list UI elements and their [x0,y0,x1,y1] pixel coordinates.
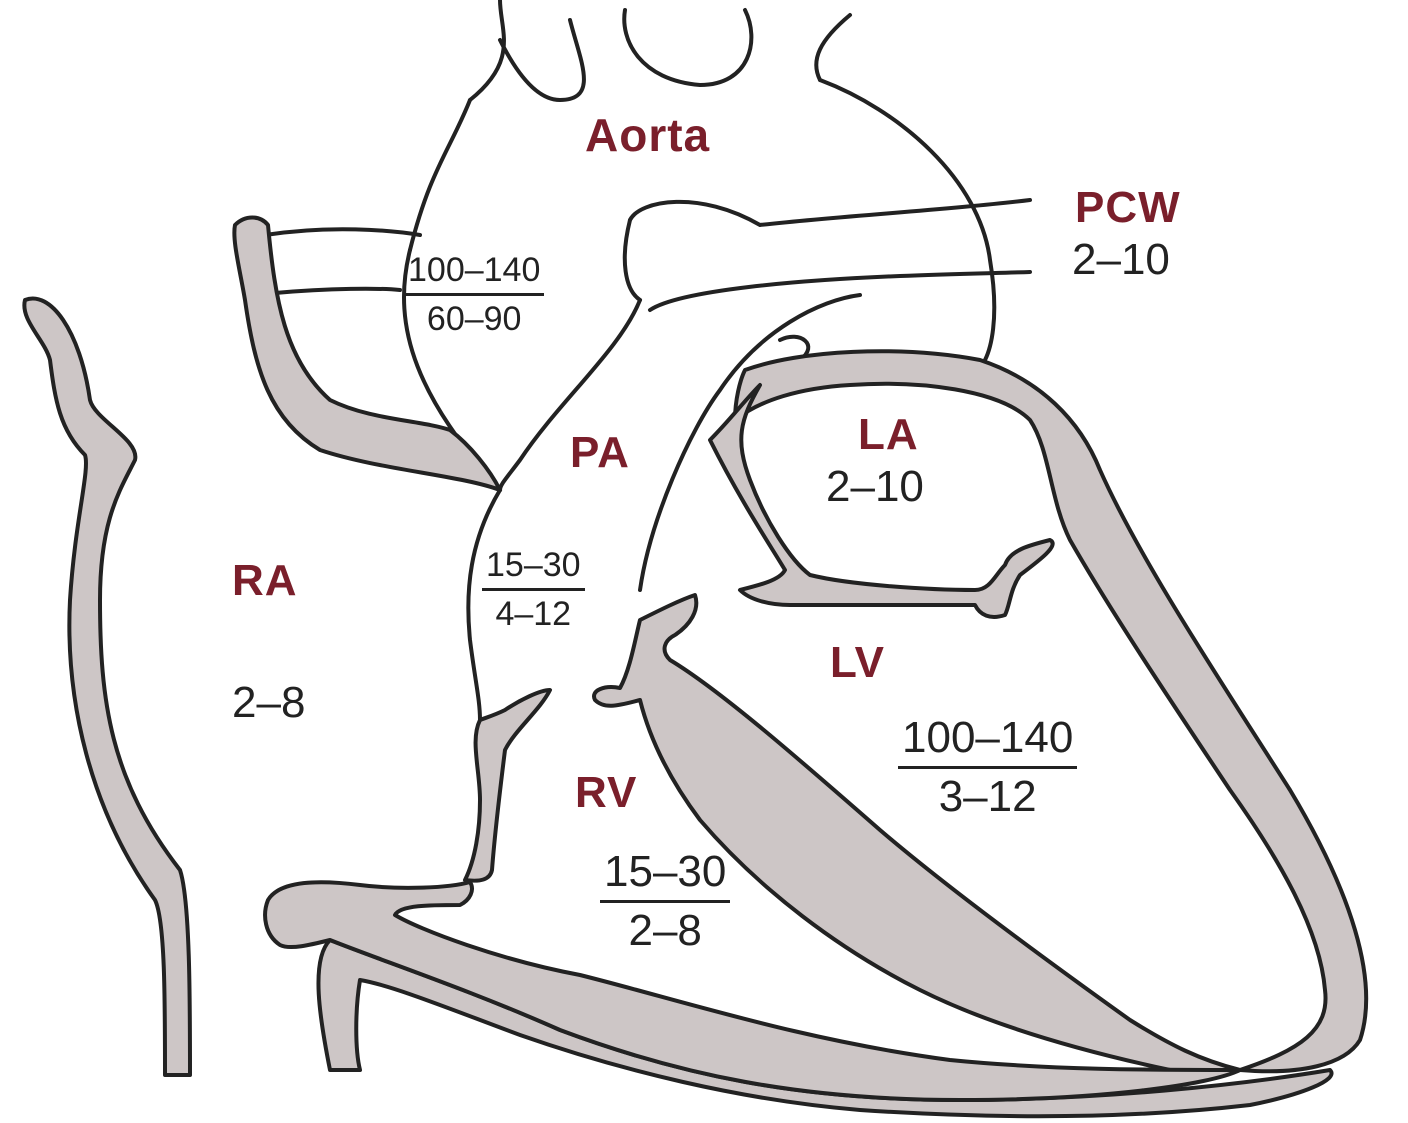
la-pressure: 2–10 [826,462,924,512]
svc-line-top [265,229,420,235]
pulmonary-branch-pcw-bottom [650,272,1030,310]
pulmonary-branch-upper [625,220,640,300]
aortic-branch-3 [500,20,584,100]
rv-pressure: 15–30 2–8 [600,850,730,953]
rv-label: RV [575,768,637,818]
aorta-pressure: 100–140 60–90 [404,253,544,336]
aortic-branch-1 [470,0,504,100]
pa-label: PA [570,428,630,478]
aorta-systolic: 100–140 [404,253,544,296]
tricuspid-leaflet [465,690,550,881]
pcw-label: PCW [1075,183,1181,233]
ra-label: RA [232,556,298,606]
aortic-arch-outer [820,80,994,360]
rv-systolic: 15–30 [600,850,730,903]
svc-line-bottom [275,289,400,293]
right-atrium-wall [24,298,190,1075]
interventricular-septum [594,595,1240,1074]
pa-systolic: 15–30 [482,548,585,591]
pa-pressure: 15–30 4–12 [482,548,585,631]
pa-diastolic: 4–12 [482,591,585,631]
aortic-branch-2 [410,100,470,250]
aorta-diastolic: 60–90 [404,296,544,336]
lv-pressure: 100–140 3–12 [898,716,1077,819]
rv-diastolic: 2–8 [600,903,730,953]
aorta-label: Aorta [585,108,710,162]
lv-label: LV [830,638,885,688]
la-label: LA [858,410,919,460]
ra-pressure: 2–8 [232,678,305,728]
aortic-branch-4 [624,10,751,85]
aortic-branch-5 [816,15,850,80]
pa-to-lv-line [640,295,860,590]
pcw-pressure: 2–10 [1072,235,1170,285]
lv-systolic: 100–140 [898,716,1077,769]
lv-diastolic: 3–12 [898,769,1077,819]
